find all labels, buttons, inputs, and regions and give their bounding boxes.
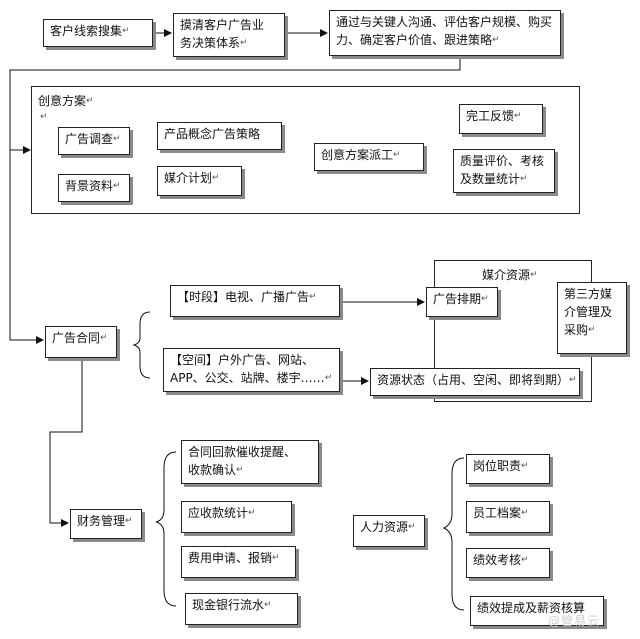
creative-plan-title: 创意方案↵ xyxy=(38,92,94,110)
duty-label: 岗位职责 xyxy=(473,459,522,473)
paragraph-mark: ↵ xyxy=(588,325,596,335)
time-slot-box: 【时段】电视、广播广告↵ xyxy=(170,285,340,317)
concept-strategy-box: 产品概念广告策略 xyxy=(157,122,282,150)
remind-line-1: 合同回款催收提醒、 xyxy=(188,445,297,459)
staff-file-box: 员工档案↵ xyxy=(466,501,550,533)
paragraph-mark: ↵ xyxy=(514,111,522,121)
space-line-2: APP、公交、站牌、楼宇…… xyxy=(170,371,325,385)
paragraph-mark: ↵ xyxy=(113,181,121,191)
paragraph-mark: ↵ xyxy=(521,555,529,565)
paragraph-mark: ↵ xyxy=(236,465,244,475)
clarify-decision-box: 摸清客户广告业 务决策体系↵ xyxy=(173,13,285,57)
finance-label: 财务管理 xyxy=(77,514,126,528)
bonus-payroll-box: 绩效提成及薪资核算 xyxy=(470,596,604,626)
resource-status-label: 资源状态（占用、空闲、即将到期） xyxy=(377,373,570,387)
feedback-label: 完工反馈 xyxy=(466,109,515,123)
media-resource-title-text: 媒介资源 xyxy=(482,268,531,282)
brace-contract xyxy=(132,311,151,379)
performance-box: 绩效考核↵ xyxy=(466,548,550,578)
paragraph-mark: ↵ xyxy=(521,461,529,471)
schedule-box: 广告排期↵ xyxy=(426,287,498,317)
expense-box: 费用申请、报销↵ xyxy=(181,546,296,578)
media-plan-label: 媒介计划 xyxy=(164,171,213,185)
creative-plan-title-text: 创意方案 xyxy=(38,94,87,108)
background-box: 背景资料↵ xyxy=(58,174,130,202)
paragraph-mark: ↵ xyxy=(212,173,220,183)
paragraph-mark: ↵ xyxy=(492,35,500,45)
hr-label: 人力资源 xyxy=(360,520,409,534)
remind-box: 合同回款催收提醒、 收款确认↵ xyxy=(181,440,319,484)
paragraph-mark: ↵ xyxy=(122,26,130,36)
communication-box: 通过与关键人沟通、评估客户规模、购买 力、确定客户价值、跟进策略↵ xyxy=(329,10,561,56)
paragraph-mark: ↵ xyxy=(113,134,121,144)
finance-box: 财务管理↵ xyxy=(70,509,142,539)
cash-label: 现金银行流水 xyxy=(192,598,265,612)
staff-file-label: 员工档案 xyxy=(473,506,522,520)
paragraph-mark: ↵ xyxy=(86,96,94,106)
paragraph-mark: ↵ xyxy=(569,375,577,385)
paragraph-mark: ↵ xyxy=(530,270,538,280)
contract-label: 广告合同 xyxy=(52,331,101,345)
receivable-label: 应收款统计 xyxy=(188,506,249,520)
paragraph-mark: ↵ xyxy=(240,38,248,48)
quality-box: 质量评价、考核 及数量统计↵ xyxy=(453,149,555,193)
paragraph-mark: ↵ xyxy=(100,333,108,343)
comm-line-2: 力、确定客户价值、跟进策略 xyxy=(336,33,493,47)
quality-line-1: 质量评价、考核 xyxy=(460,154,545,168)
paragraph-mark: ↵ xyxy=(40,112,48,122)
media-resource-title: 媒介资源↵ xyxy=(482,266,538,284)
dispatch-label: 创意方案派工 xyxy=(321,148,394,162)
brace-finance xyxy=(155,451,177,607)
contract-box: 广告合同↵ xyxy=(45,326,117,358)
schedule-label: 广告排期 xyxy=(433,292,482,306)
background-label: 背景资料 xyxy=(65,179,114,193)
concept-label: 产品概念广告策略 xyxy=(164,127,261,141)
brace-hr xyxy=(442,457,465,611)
quality-line-2: 及数量统计 xyxy=(460,172,521,186)
paragraph-mark: ↵ xyxy=(520,174,528,184)
feedback-box: 完工反馈↵ xyxy=(459,104,543,134)
clarify-line-1: 摸清客户广告业 xyxy=(180,18,265,32)
time-slot-label: 【时段】电视、广播广告 xyxy=(177,290,310,304)
lead-collection-box: 客户线索搜集↵ xyxy=(43,19,153,47)
third-party-box: 第三方媒 介管理及 采购↵ xyxy=(557,282,627,354)
survey-box: 广告调查↵ xyxy=(58,127,130,155)
paragraph-mark: ↵ xyxy=(248,508,256,518)
space-line-1: 【空间】户外广告、网站、 xyxy=(170,353,315,367)
paragraph-mark: ↵ xyxy=(324,373,333,383)
paragraph-mark: ↵ xyxy=(272,553,280,563)
lead-collection-label: 客户线索搜集 xyxy=(50,24,123,38)
duty-box: 岗位职责↵ xyxy=(466,454,550,484)
bonus-payroll-label: 绩效提成及薪资核算 xyxy=(477,601,586,615)
expense-label: 费用申请、报销 xyxy=(188,551,273,565)
paragraph-mark: ↵ xyxy=(408,522,416,532)
remind-line-2: 收款确认 xyxy=(188,463,237,477)
cash-box: 现金银行流水↵ xyxy=(185,593,298,625)
third-party-line-2: 介管理及 xyxy=(564,305,613,319)
arrow-contract-to-finance xyxy=(49,360,83,527)
third-party-line-3: 采购 xyxy=(564,323,589,337)
trunk-line xyxy=(9,56,461,344)
paragraph-mark: ↵ xyxy=(125,516,133,526)
paragraph-mark: ↵ xyxy=(521,508,529,518)
clarify-line-2: 务决策体系 xyxy=(180,36,241,50)
hr-box: 人力资源↵ xyxy=(353,515,425,547)
performance-label: 绩效考核 xyxy=(473,553,522,567)
survey-label: 广告调查 xyxy=(65,132,114,146)
paragraph-mark: ↵ xyxy=(309,292,317,302)
resource-status-box: 资源状态（占用、空闲、即将到期）↵ xyxy=(370,368,580,396)
receivable-box: 应收款统计↵ xyxy=(181,501,292,533)
comm-line-1: 通过与关键人沟通、评估客户规模、购买 xyxy=(336,15,553,29)
space-box: 【空间】户外广告、网站、 APP、公交、站牌、楼宇……↵ xyxy=(163,348,340,392)
dispatch-box: 创意方案派工↵ xyxy=(314,143,424,171)
paragraph-mark: ↵ xyxy=(393,150,401,160)
watermark-text: @管易云 xyxy=(548,614,601,628)
paragraph-mark: ↵ xyxy=(481,294,489,304)
third-party-line-1: 第三方媒 xyxy=(564,287,613,301)
paragraph-mark: ↵ xyxy=(264,600,272,610)
media-plan-box: 媒介计划↵ xyxy=(157,166,242,196)
